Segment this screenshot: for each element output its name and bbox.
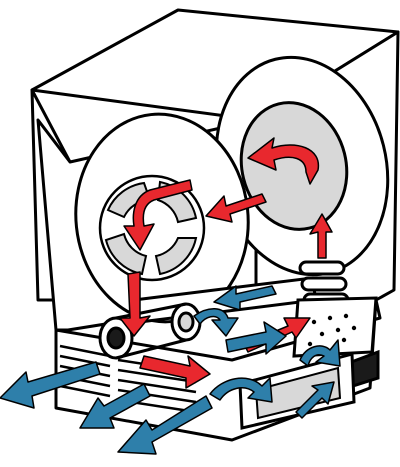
cool-air-arrow-out-1 (0, 361, 101, 409)
cool-air-arrow-condenser (299, 339, 341, 367)
cool-air-arrow-channel-3 (225, 321, 287, 355)
hot-air-arrow-transfer (205, 193, 267, 223)
intake-housing (238, 352, 356, 430)
cool-air-arrow-out-3 (117, 395, 213, 455)
front-drum (74, 112, 250, 324)
cool-air-arrow-out-2 (79, 383, 151, 429)
cool-air-arrow-channel-1 (213, 285, 277, 311)
hot-air-arrow-rear-drum (247, 137, 320, 185)
rear-drum-opening (239, 101, 349, 231)
cool-air-arrow-intake-2 (295, 381, 335, 419)
cool-air-arrows (0, 285, 341, 455)
hot-air-arrow-up (309, 213, 333, 259)
hot-air-arrow-down (119, 271, 151, 337)
cool-air-arrow-intake-1 (209, 377, 273, 403)
hot-air-arrow-front-drum (123, 179, 193, 251)
hot-air-arrow-bottom (139, 355, 211, 389)
cool-air-arrow-channel-2 (193, 308, 239, 337)
